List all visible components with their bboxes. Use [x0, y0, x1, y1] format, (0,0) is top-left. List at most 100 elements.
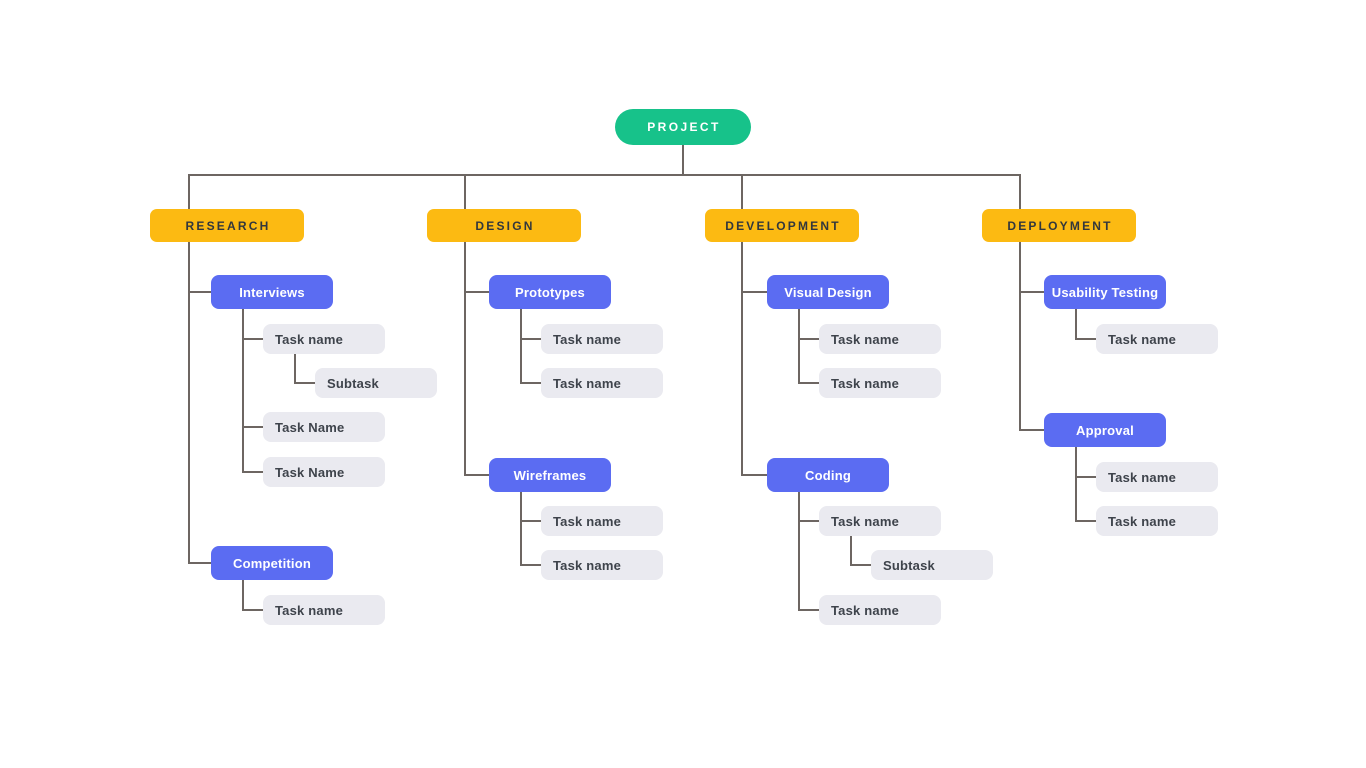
node-label: Competition [232, 555, 312, 571]
connector-line [1075, 309, 1077, 340]
connector-line [1019, 242, 1021, 431]
connector-line [243, 338, 263, 340]
node-label: Task name [831, 375, 900, 391]
node-prototypes[interactable]: Prototypes [489, 275, 611, 309]
connector-line [520, 492, 522, 566]
connector-line [1076, 476, 1096, 478]
node-approval-task-2[interactable]: Task name [1096, 506, 1218, 536]
connector-line [464, 242, 466, 476]
connector-line [799, 609, 819, 611]
connector-line [799, 382, 819, 384]
node-label: DEPLOYMENT [1007, 218, 1113, 233]
connector-line [799, 520, 819, 522]
node-label: DESIGN [475, 218, 535, 233]
node-label: Visual Design [784, 284, 872, 300]
connector-line [294, 354, 296, 384]
connector-line [295, 382, 315, 384]
connector-line [799, 338, 819, 340]
node-research[interactable]: RESEARCH [150, 209, 304, 242]
connector-line [742, 474, 767, 476]
node-label: Task Name [275, 419, 345, 435]
node-label: Task name [275, 331, 344, 347]
node-interviews-task-2[interactable]: Task Name [263, 412, 385, 442]
connector-line [521, 382, 541, 384]
connector-line [1076, 520, 1096, 522]
connector-line [465, 474, 489, 476]
node-approval[interactable]: Approval [1044, 413, 1166, 447]
connector-line [521, 520, 541, 522]
node-deployment[interactable]: DEPLOYMENT [982, 209, 1136, 242]
node-coding[interactable]: Coding [767, 458, 889, 492]
node-interviews-task-3[interactable]: Task Name [263, 457, 385, 487]
node-visual-design[interactable]: Visual Design [767, 275, 889, 309]
node-label: DEVELOPMENT [725, 218, 841, 233]
node-interviews[interactable]: Interviews [211, 275, 333, 309]
connector-line [741, 242, 743, 476]
node-development[interactable]: DEVELOPMENT [705, 209, 859, 242]
node-wireframes-task-1[interactable]: Task name [541, 506, 663, 536]
connector-line [242, 309, 244, 473]
connector-line [1076, 338, 1096, 340]
node-design[interactable]: DESIGN [427, 209, 581, 242]
connector-line [1019, 175, 1021, 209]
connector-line [188, 242, 190, 564]
node-interviews-subtask[interactable]: Subtask [315, 368, 437, 398]
connector-line [851, 564, 871, 566]
node-label: PROJECT [647, 120, 721, 134]
node-label: Usability Testing [1051, 284, 1159, 300]
node-label: Task name [1108, 469, 1177, 485]
node-wireframes-task-2[interactable]: Task name [541, 550, 663, 580]
node-label: Task name [553, 375, 622, 391]
node-competition[interactable]: Competition [211, 546, 333, 580]
node-prototypes-task-1[interactable]: Task name [541, 324, 663, 354]
node-label: Wireframes [513, 467, 587, 483]
connector-line [850, 536, 852, 566]
node-label: Interviews [239, 284, 305, 300]
node-usability-testing-task-1[interactable]: Task name [1096, 324, 1218, 354]
connector-line [243, 426, 263, 428]
connector-line [243, 609, 263, 611]
node-project[interactable]: PROJECT [615, 109, 751, 145]
node-approval-task-1[interactable]: Task name [1096, 462, 1218, 492]
node-competition-task-1[interactable]: Task name [263, 595, 385, 625]
connector-line [742, 291, 767, 293]
connector-line [464, 175, 466, 209]
connector-line [243, 471, 263, 473]
node-visual-design-task-1[interactable]: Task name [819, 324, 941, 354]
connector-line [189, 291, 211, 293]
node-interviews-task-1[interactable]: Task name [263, 324, 385, 354]
node-label: Prototypes [515, 284, 585, 300]
connector-line [798, 492, 800, 611]
connector-line [741, 175, 743, 209]
node-usability-testing[interactable]: Usability Testing [1044, 275, 1166, 309]
connector-line [188, 175, 190, 209]
node-label: Coding [805, 467, 851, 483]
node-label: RESEARCH [185, 218, 271, 233]
connector-line [521, 564, 541, 566]
connector-line [521, 338, 541, 340]
connector-line [1020, 291, 1044, 293]
connector-line [1020, 429, 1044, 431]
connector-line [242, 580, 244, 611]
node-label: Task name [831, 602, 900, 618]
node-coding-task-2[interactable]: Task name [819, 595, 941, 625]
node-label: Task name [553, 557, 622, 573]
connector-line [1075, 447, 1077, 522]
node-label: Approval [1076, 422, 1134, 438]
node-label: Task name [831, 331, 900, 347]
node-label: Task name [553, 331, 622, 347]
connector-line [188, 174, 1021, 176]
node-label: Subtask [327, 375, 379, 391]
node-visual-design-task-2[interactable]: Task name [819, 368, 941, 398]
node-prototypes-task-2[interactable]: Task name [541, 368, 663, 398]
node-label: Task name [553, 513, 622, 529]
node-label: Task name [1108, 331, 1177, 347]
connector-line [465, 291, 489, 293]
node-label: Task name [1108, 513, 1177, 529]
node-coding-subtask[interactable]: Subtask [871, 550, 993, 580]
node-label: Task Name [275, 464, 345, 480]
node-coding-task-1[interactable]: Task name [819, 506, 941, 536]
connector-line [520, 309, 522, 384]
node-wireframes[interactable]: Wireframes [489, 458, 611, 492]
